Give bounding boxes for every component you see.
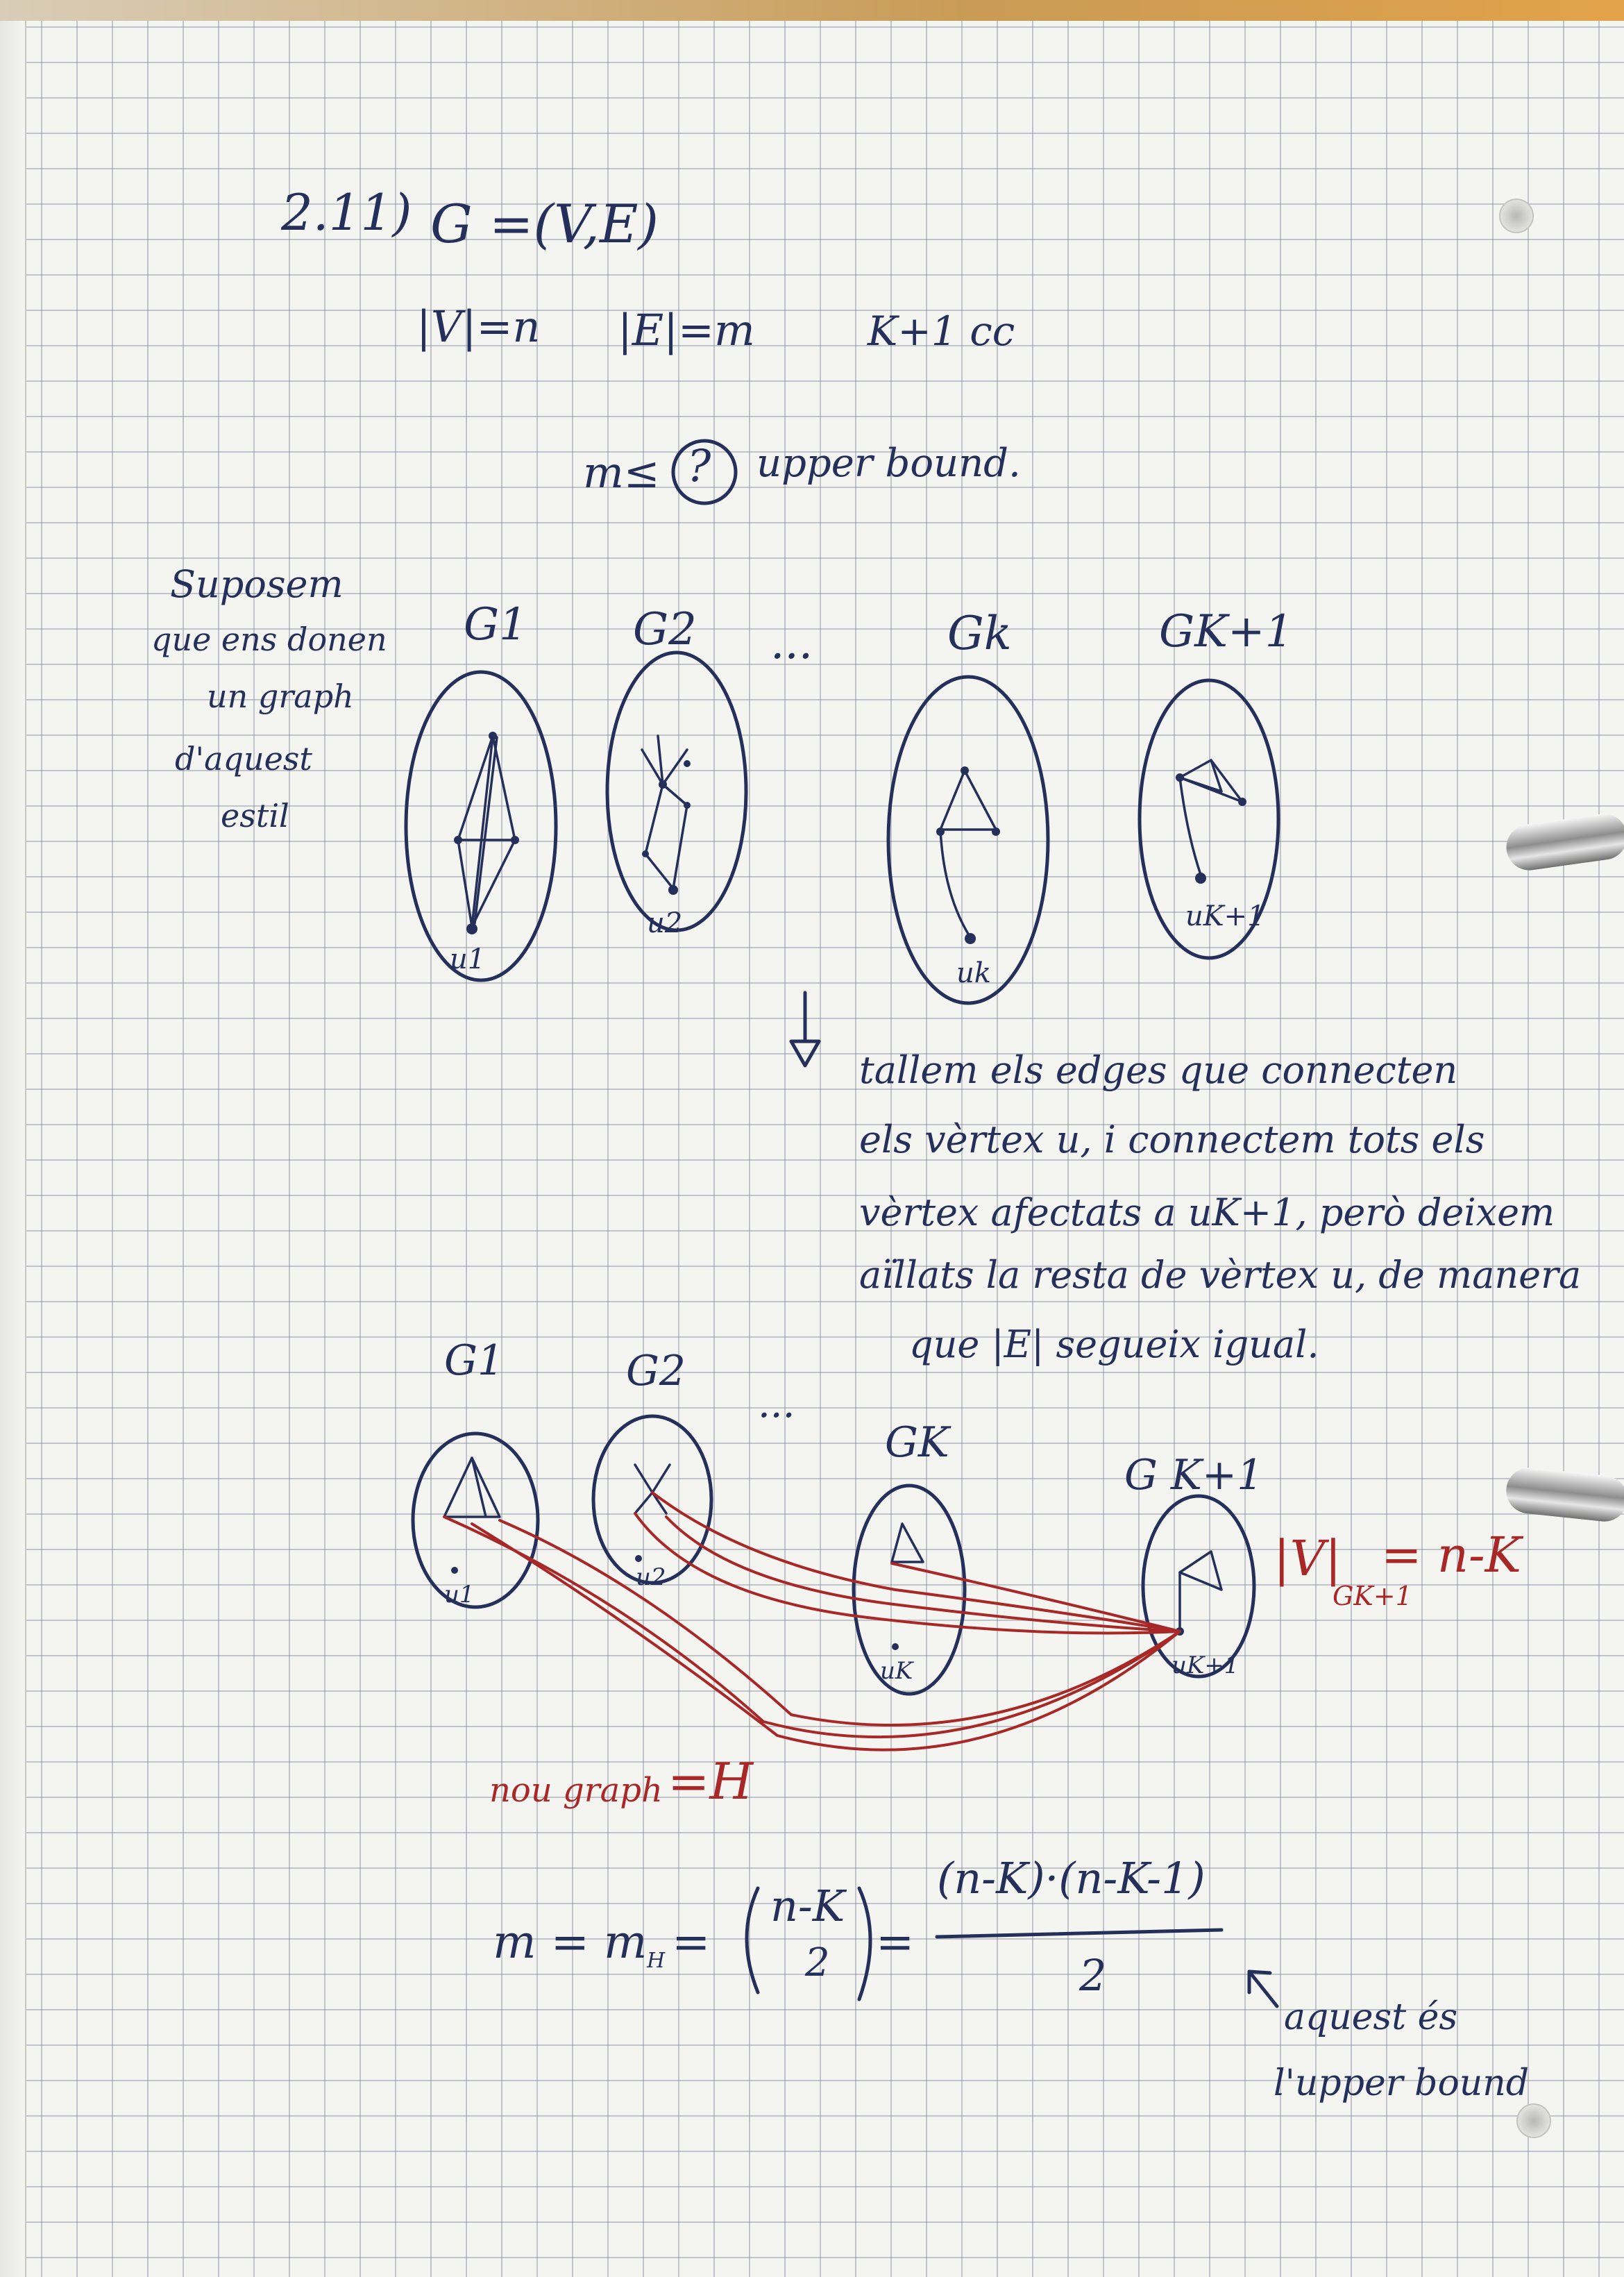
vertex-count: |V|=n — [416, 301, 541, 352]
ellipsis: ... — [770, 618, 813, 669]
component-label-gk1: GK+1 — [1159, 606, 1294, 657]
explanation-line: vèrtex afectats a uK+1, però deixem — [859, 1191, 1555, 1234]
component-oval-gk — [886, 675, 1050, 1005]
explanation-line: que |E| segueix igual. — [909, 1322, 1319, 1366]
graph-g1 — [454, 732, 519, 934]
binomial-top: n-K — [770, 1881, 845, 1931]
binomial-paren-right — [857, 1886, 872, 2001]
graph-g1-reduced — [443, 1456, 501, 1574]
vertex-label-u2: u2 — [636, 1563, 666, 1591]
explanation-line: tallem els edges que connecten — [859, 1048, 1458, 1092]
question-rhs: upper bound. — [756, 441, 1021, 486]
side-note-line: un graph — [207, 678, 354, 715]
component-count: K+1 cc — [868, 308, 1015, 355]
question-mark: ? — [687, 441, 711, 492]
binomial-bottom: 2 — [805, 1940, 830, 1985]
size-annotation-subscript: GK+1 — [1333, 1581, 1412, 1611]
component-label-g2: G2 — [633, 604, 697, 655]
question-circle — [671, 439, 738, 505]
graph-g2-reduced — [634, 1463, 671, 1562]
graph-definition: G =(V,E) — [430, 193, 659, 255]
formula-equals: = — [672, 1915, 711, 1969]
new-graph-label: nou graph — [489, 1771, 663, 1810]
size-annotation-value: = n-K — [1381, 1527, 1521, 1583]
size-annotation: |V| — [1274, 1530, 1342, 1587]
vertex-label-u1: u1 — [450, 943, 486, 975]
component-oval-gk — [852, 1484, 967, 1696]
graph-paper-page — [0, 21, 1624, 2277]
new-edges — [443, 1491, 1181, 1751]
component-label-gk1: G K+1 — [1124, 1451, 1264, 1499]
component-oval-g1 — [404, 670, 558, 982]
side-note-line: que ens donen — [151, 621, 387, 658]
graph-gk — [936, 766, 1000, 944]
component-oval-g2 — [605, 650, 748, 932]
side-note-line: Suposem — [170, 562, 344, 606]
vertex-label-uk: uk — [956, 957, 991, 989]
graph-gk-reduced — [890, 1522, 924, 1650]
binomial-paren-left — [745, 1886, 760, 1994]
component-label-g1: G1 — [464, 599, 527, 650]
punch-hole — [1499, 199, 1534, 233]
component-oval-gk1 — [1141, 1494, 1256, 1679]
conclusion-line: l'upper bound — [1274, 2062, 1530, 2104]
side-note-line: estil — [221, 797, 289, 834]
down-arrow — [789, 991, 821, 1068]
fraction-bar — [935, 1928, 1224, 1939]
component-oval-gk1 — [1137, 678, 1280, 960]
fraction-denominator: 2 — [1079, 1950, 1107, 2001]
component-label-gk: Gk — [947, 607, 1012, 660]
component-oval-g1 — [411, 1431, 540, 1609]
graph-g2 — [641, 734, 691, 895]
problem-number: 2.11) — [281, 183, 412, 242]
new-graph-name: =H — [668, 1752, 754, 1810]
question-lhs: m≤ — [583, 447, 660, 498]
ellipsis: ... — [758, 1381, 795, 1427]
conclusion-line: aquest és — [1284, 1997, 1458, 2038]
formula-lhs-subscript: H — [647, 1949, 666, 1973]
formula-equals: = — [876, 1915, 915, 1969]
component-label-gk: GK — [885, 1418, 949, 1467]
graph-gk1-reduced — [1176, 1550, 1223, 1636]
page-margin-edge — [0, 21, 26, 2277]
graph-gk1 — [1176, 759, 1246, 884]
explanation-line: els vèrtex u, i connectem tots els — [859, 1118, 1485, 1161]
fraction-numerator: (n-K)·(n-K-1) — [937, 1853, 1206, 1904]
side-note-line: d'aquest — [175, 740, 312, 778]
component-label-g2: G2 — [626, 1347, 686, 1395]
component-oval-g2 — [591, 1414, 713, 1585]
formula-lhs: m = m — [493, 1915, 648, 1969]
component-label-g1: G1 — [444, 1336, 505, 1385]
conclusion-arrow — [1247, 1969, 1279, 2008]
vertex-label-uk: uK — [880, 1657, 913, 1685]
explanation-line: aïllats la resta de vèrtex u, de manera — [859, 1253, 1582, 1297]
punch-hole — [1516, 2103, 1551, 2138]
edge-count: |E|=m — [618, 305, 755, 355]
